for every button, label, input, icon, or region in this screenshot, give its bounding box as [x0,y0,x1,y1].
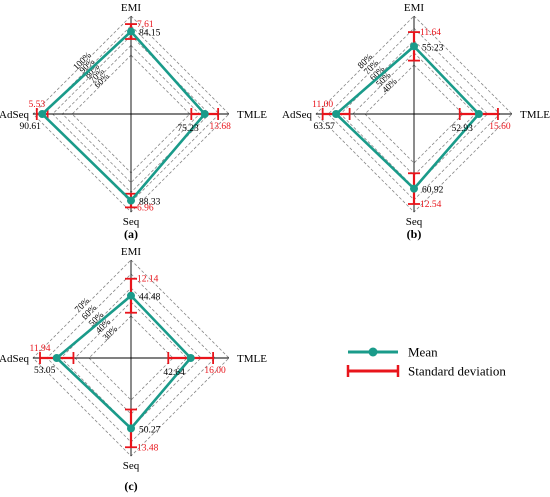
grid-ring [352,52,476,176]
sd-value-label: 5.53 [28,100,45,110]
axis-label-seq: Seq [123,460,140,472]
sd-value-label: 13.48 [137,443,159,453]
mean-marker [410,184,418,193]
mean-value-label: 42.64 [163,368,185,378]
legend-mean-label: Mean [408,345,438,360]
sd-value-label: 11.94 [29,344,50,354]
mean-polygon [40,29,207,203]
mean-value-label: 75.23 [177,124,199,134]
axis-label-tmle: TMLE [237,109,267,121]
axis-label-emi: EMI [121,246,142,258]
sd-value-label: 15.60 [489,122,511,132]
sd-value-label: 6.96 [137,203,154,213]
radar-panel-1: 60%70%80%90%100%84.1575.2388.3390.617.61… [0,2,267,241]
mean-marker [52,354,61,362]
mean-value-label: 52.93 [451,124,473,134]
mean-value-label: 44.48 [139,293,161,303]
axis-label-tmle: TMLE [520,109,550,121]
mean-value-label: 53.05 [34,366,56,376]
mean-value-label: 88.33 [139,198,161,208]
grid-ring [364,64,464,164]
radar-panel-2: 40%50%60%70%80%55.2352.9360.9263.5711.64… [282,2,550,241]
mean-value-label: 63.57 [313,122,335,132]
sd-value-label: 7.61 [137,20,154,30]
mean-marker [127,291,135,300]
mean-polygon [334,44,481,191]
mean-marker [200,110,209,118]
mean-marker [332,110,341,118]
mean-marker [38,110,47,118]
panel-label: (c) [124,479,137,493]
grid-ring [88,315,174,401]
mean-value-label: 60.92 [422,186,444,196]
panel-label: (a) [124,227,138,241]
axis-label-emi: EMI [121,2,142,14]
sd-value-label: 12.14 [137,275,159,285]
legend-sd-label: Standard deviation [408,364,506,379]
mean-marker [474,110,483,118]
mean-marker [127,424,135,433]
axis-label-seq: Seq [123,216,140,228]
radar-panel-3: 30%40%50%60%70%44.4842.6450.2753.0512.14… [0,246,267,493]
sd-value-label: 11.64 [420,28,441,38]
axis-label-emi: EMI [404,2,425,14]
legend: Mean Standard deviation [346,345,506,379]
axis-label-adseq: AdSeq [282,109,312,121]
mean-marker [127,27,135,36]
sd-value-label: 16.00 [204,366,226,376]
mean-marker [127,196,135,205]
mean-value-label: 90.61 [20,122,42,132]
mean-marker [410,42,418,51]
sd-value-label: 13.68 [209,122,231,132]
legend-mean-marker [368,347,378,357]
mean-value-label: 84.15 [139,29,161,39]
axis-label-tmle: TMLE [237,353,267,365]
mean-polygon [54,293,193,431]
mean-value-label: 55.23 [422,43,444,53]
axis-label-adseq: AdSeq [0,353,29,365]
mean-marker [186,354,195,362]
axis-label-seq: Seq [406,216,423,228]
mean-value-label: 50.27 [139,425,161,435]
grid-ring [74,301,188,415]
axis-label-adseq: AdSeq [0,109,29,121]
sd-value-label: 11.00 [312,100,333,110]
sd-value-label: 12.54 [420,200,442,210]
panel-label: (b) [407,227,422,241]
